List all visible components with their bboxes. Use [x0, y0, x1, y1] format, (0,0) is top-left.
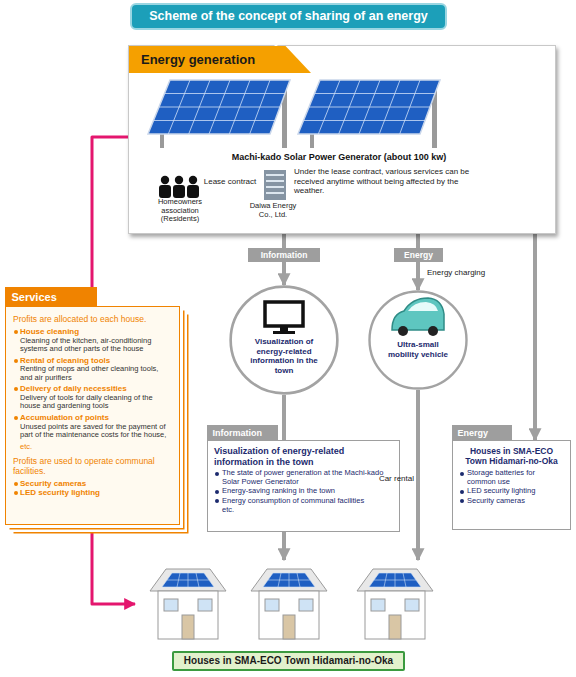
house-icon: [357, 569, 433, 639]
houses-group: Houses in SMA-ECO Town Hidamari-no-Oka: [135, 560, 440, 676]
connector: [92, 137, 128, 306]
connector: [416, 390, 420, 560]
energy-box: EnergyHouses in SMA-ECO Town Hidamari-no…: [452, 440, 571, 530]
etc-text: etc.: [13, 442, 173, 451]
service-text: Unused points are saved for the payment …: [13, 423, 173, 440]
circle-text: Visualization of energy-related informat…: [249, 337, 319, 375]
bullet-item: Energy consumption of communal facilitie…: [214, 497, 393, 506]
circle-outline: [370, 292, 467, 389]
connector: [533, 234, 537, 440]
bullet-item: LED security lighting: [459, 487, 564, 496]
service-text: Renting of mops and other cleaning tools…: [13, 365, 173, 382]
info-box: InformationVisualization of energy-relat…: [207, 440, 400, 532]
company-label: Daiwa Energy Co., Ltd.: [248, 202, 298, 219]
service-name: House cleaning: [13, 327, 173, 337]
lead-text: Profits are allocated to each house.: [13, 314, 173, 324]
generator-caption: Machi-kado Solar Power Generator (about …: [189, 152, 489, 164]
connector: [416, 234, 420, 248]
edge-label: Lease contract: [200, 177, 260, 187]
bullet-item: Security cameras: [459, 497, 564, 506]
circle-node: Ultra-small mobility vehicle: [368, 290, 468, 390]
connector: [282, 395, 286, 440]
box-heading: Energy: [452, 425, 512, 441]
box-heading: Information: [207, 425, 278, 441]
actor-label: Homeowners association (Residents): [146, 198, 214, 224]
generation-panel: Energy generationMachi-kado Solar Power …: [128, 45, 556, 234]
group-label: Houses in SMA-ECO Town Hidamari-no-Oka: [172, 651, 405, 671]
circle-node: Visualization of energy-related informat…: [229, 285, 339, 395]
company-node: Daiwa Energy Co., Ltd.: [248, 168, 298, 226]
service-name: Accumulation of points: [13, 413, 173, 423]
box-heading: Services: [5, 287, 97, 307]
title-banner: Scheme of the concept of sharing of an e…: [130, 3, 447, 30]
flow-tag: Information: [248, 248, 320, 262]
tag-text: Information: [248, 248, 320, 262]
service-name: Rental of cleaning tools: [13, 356, 173, 366]
service-text: Cleaning of the kitchen, air-conditionin…: [13, 337, 173, 354]
connector: [282, 234, 286, 248]
bullet-item: Energy-saving ranking in the town: [214, 487, 393, 496]
lead-text: Profits are used to operate communal fac…: [13, 456, 173, 476]
house-icon: [150, 569, 226, 639]
note-text: Under the lease contract, various servic…: [294, 167, 476, 199]
box-title: Visualization of energy-related informat…: [214, 446, 393, 467]
circle-text: Ultra-small mobility vehicle: [382, 340, 454, 359]
edge-label: Car rental: [370, 474, 414, 485]
services-box: ServicesProfits are allocated to each ho…: [5, 306, 180, 525]
connector: [416, 262, 420, 290]
flow-tag: Energy: [394, 248, 443, 262]
bullet-item: Storage batteries for common use: [459, 469, 564, 486]
service-text: Delivery of tools for daily cleaning of …: [13, 394, 173, 411]
edge-label: Energy charging: [427, 268, 499, 279]
connector: [282, 262, 286, 285]
facility-item: LED security lighting: [13, 488, 173, 498]
connector: [282, 532, 286, 560]
box-title: Houses in SMA-ECO Town Hidamari-no-Oka: [459, 446, 564, 466]
tag-text: Energy: [394, 248, 443, 262]
connector: [92, 525, 135, 604]
house-icon: [251, 569, 327, 639]
service-name: Delivery of daily necessities: [13, 384, 173, 394]
facility-item: Security cameras: [13, 479, 173, 489]
bullet-item: The state of power generation at the Mac…: [214, 469, 393, 486]
circle-outline: [231, 287, 338, 394]
etc-text: etc.: [214, 506, 393, 515]
